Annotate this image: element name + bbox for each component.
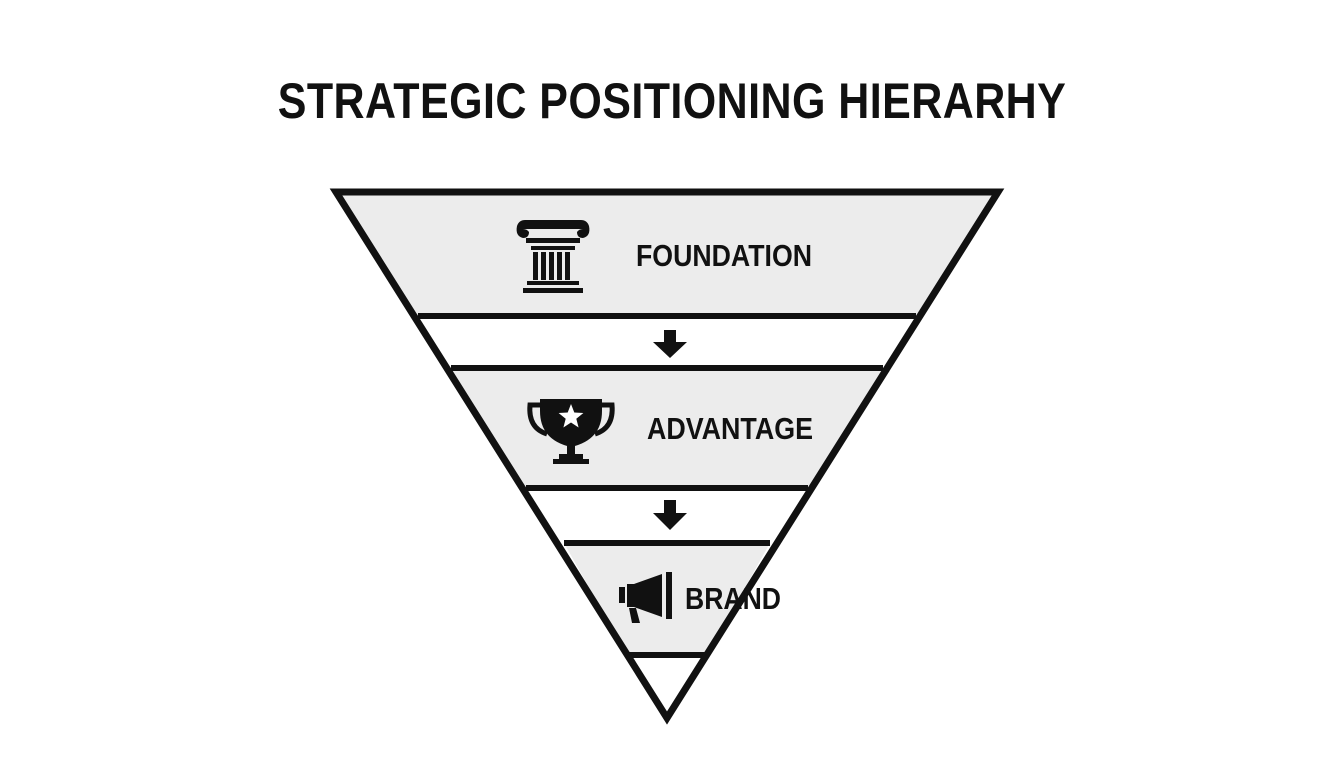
- level-label-advantage: ADVANTAGE: [647, 411, 813, 446]
- column-icon: [516, 220, 590, 293]
- band-separators: [418, 313, 916, 658]
- level-label-brand: BRAND: [685, 581, 781, 616]
- megaphone-icon: [619, 572, 672, 623]
- triangle-outline: [329, 188, 1005, 725]
- band-foundation: [336, 192, 998, 316]
- level-label-foundation: FOUNDATION: [636, 238, 812, 273]
- arrow-down-icon: [653, 330, 687, 358]
- arrow-down-icon: [653, 500, 687, 530]
- trophy-icon: [527, 399, 615, 464]
- diagram-title: STRATEGIC POSITIONING HIERARHY: [277, 73, 1067, 129]
